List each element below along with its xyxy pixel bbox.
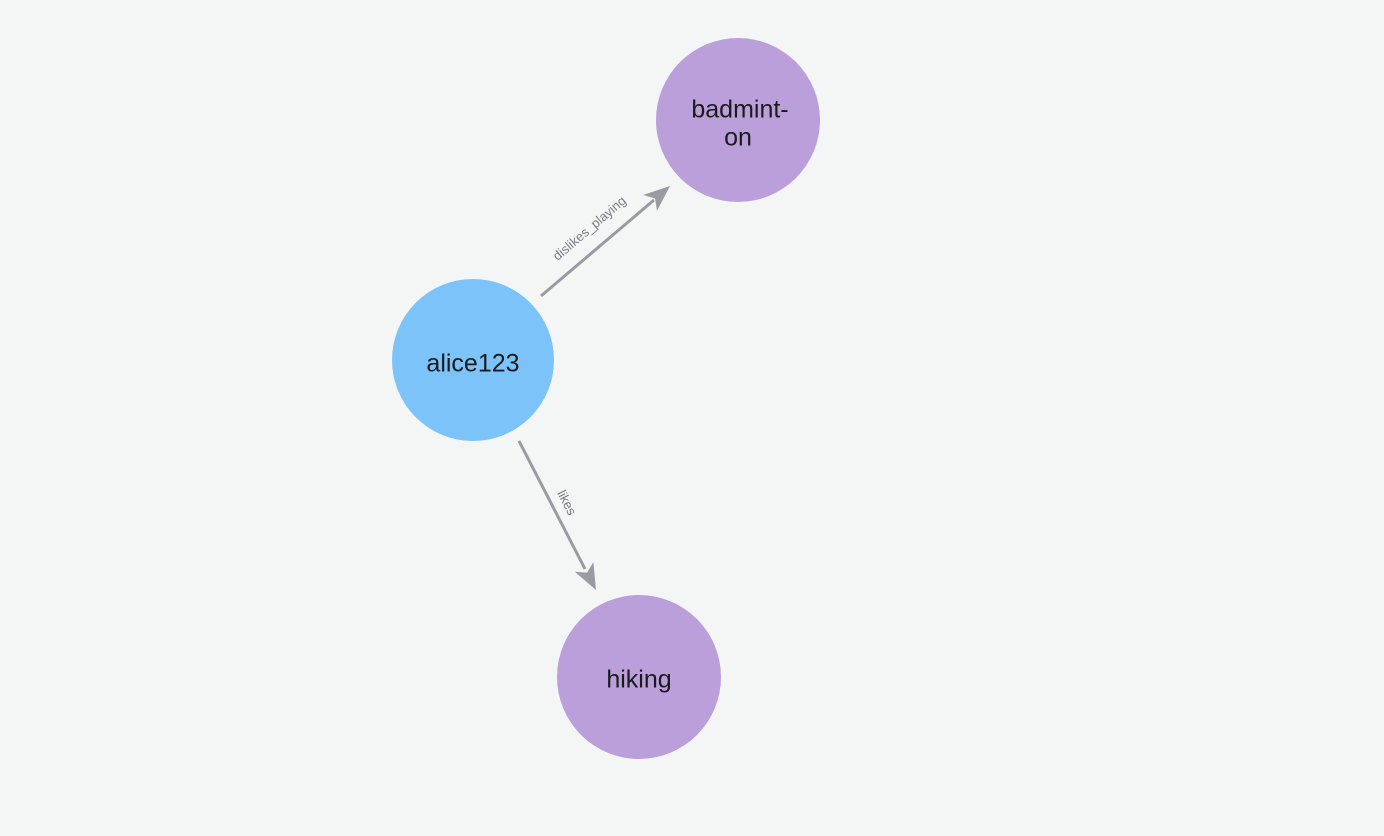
edge-dislikes-playing[interactable]: dislikes_playing (540, 178, 677, 298)
node-hiking-circle[interactable] (557, 595, 721, 759)
edge-likes-label: likes (554, 488, 579, 518)
node-alice123[interactable]: alice123 (392, 279, 554, 441)
edge-dislikes-playing-label: dislikes_playing (550, 193, 629, 263)
node-hiking[interactable]: hiking (557, 595, 721, 759)
edge-likes[interactable]: likes (517, 440, 606, 595)
nodes-layer: alice123 badmint- on hiking (392, 38, 820, 759)
node-badminton-circle[interactable] (656, 38, 820, 202)
edge-dislikes-playing-line (540, 198, 655, 298)
edge-likes-line (517, 440, 587, 570)
node-alice123-circle[interactable] (392, 279, 554, 441)
node-badminton[interactable]: badmint- on (656, 38, 820, 202)
edge-likes-arrowhead (574, 562, 606, 595)
